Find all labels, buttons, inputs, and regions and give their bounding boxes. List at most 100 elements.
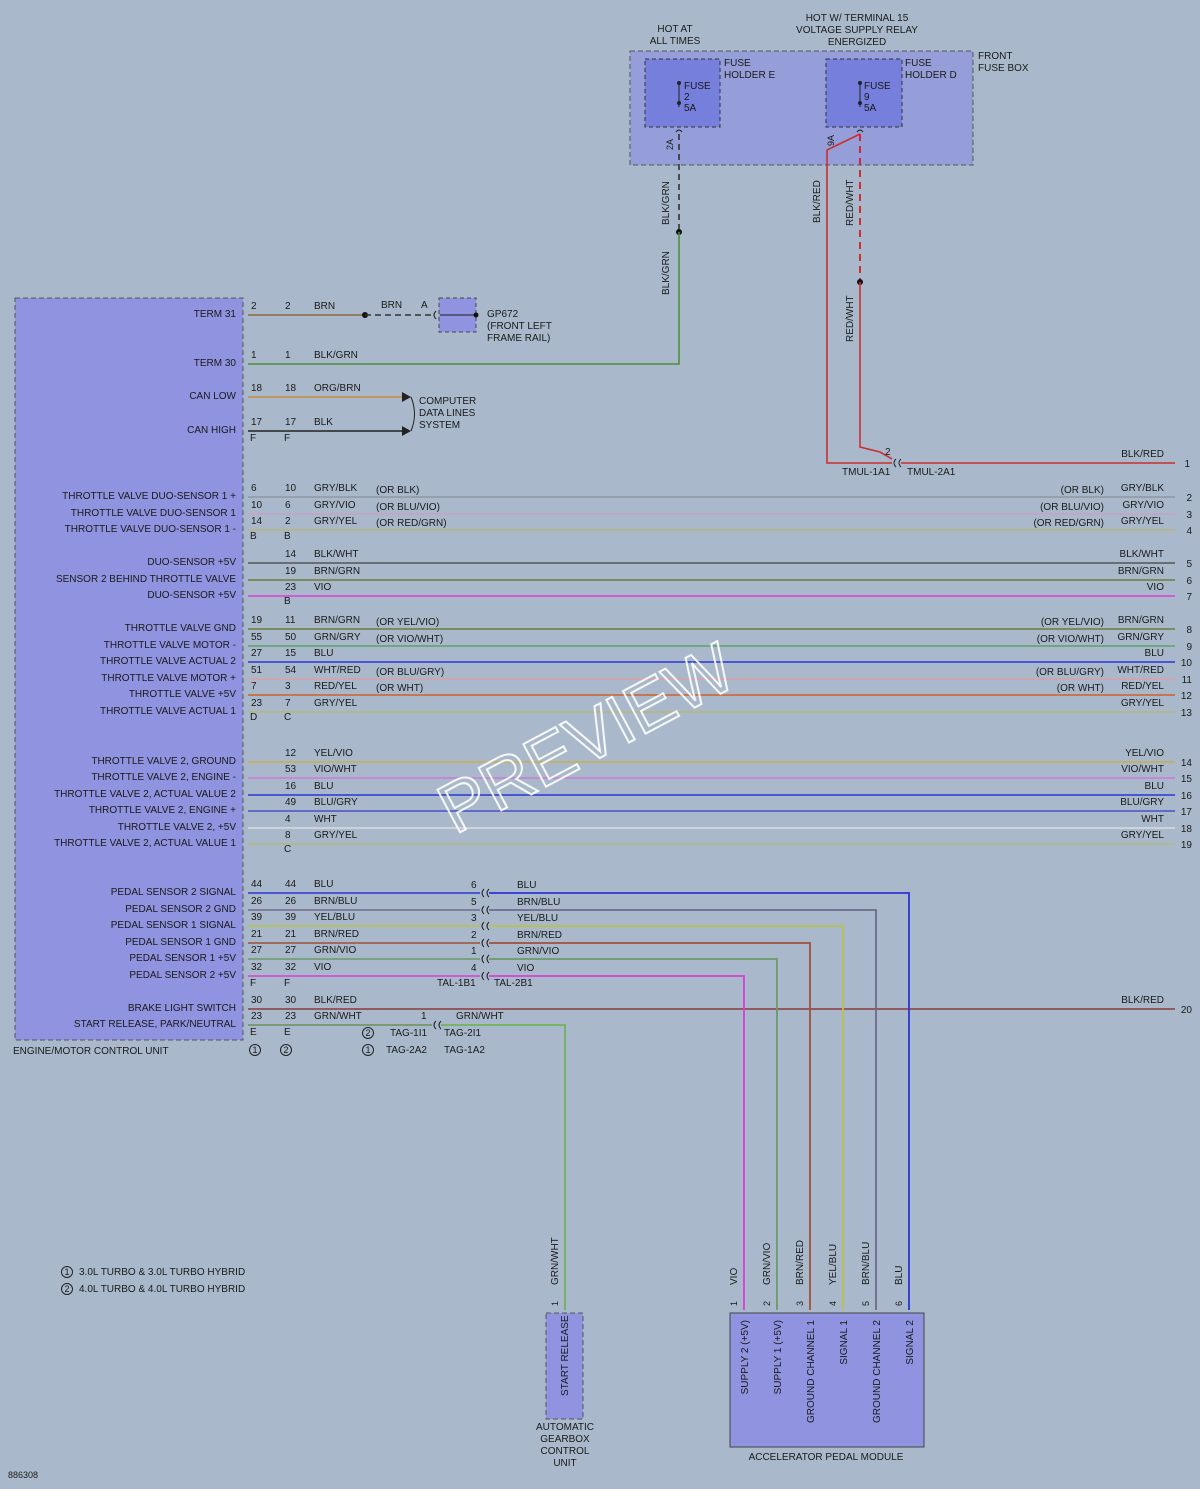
- pedal-pin-label: SUPPLY 2 (+5V): [740, 1320, 751, 1394]
- ecu-wire-num: 19: [1181, 840, 1193, 851]
- ecu-pin-label: DUO-SENSOR +5V: [147, 590, 236, 601]
- ecu-wire-right: BRN/GRN: [1118, 615, 1164, 626]
- ecu-label: ENGINE/MOTOR CONTROL UNIT: [13, 1046, 169, 1057]
- ecu-pin-label: THROTTLE VALVE ACTUAL 2: [100, 656, 236, 667]
- ecu-pin-p1: 10: [251, 500, 263, 511]
- conn-f-2: F: [284, 433, 290, 444]
- ecu-pin-label: TERM 30: [194, 358, 237, 369]
- fuse-d-num: 9: [864, 92, 870, 103]
- engine-control-unit: ENGINE/MOTOR CONTROL UNIT: [13, 297, 244, 1057]
- wire-blk-grn-feed: BLK/GRN BLK/GRN: [248, 134, 682, 365]
- ecu-pin-label: THROTTLE VALVE DUO-SENSOR 1 -: [65, 524, 236, 535]
- fuse-d-header-1: HOT W/ TERMINAL 15: [806, 13, 909, 24]
- fuse-e-header-2: ALL TIMES: [650, 36, 701, 47]
- ecu-wire-right-alt: (OR BLK): [1061, 485, 1104, 496]
- tag-circle-1: 1: [365, 1045, 370, 1055]
- ecu-wire-num: 14: [1181, 758, 1193, 769]
- pedal-pin-num: 2: [762, 1301, 772, 1306]
- can-bus-wires: COMPUTER DATA LINES SYSTEM: [248, 392, 476, 436]
- ecu-pin-p1: 23: [251, 698, 263, 709]
- fuse-d-pin: 9A: [826, 135, 836, 146]
- conn-b-1: B: [250, 531, 257, 542]
- ecu-wire-color: YEL/VIO: [314, 748, 353, 759]
- ecu-wire-color: GRY/YEL: [314, 830, 358, 841]
- ecu-wire-color: ORG/BRN: [314, 383, 361, 394]
- pedal-pin-num: 4: [828, 1301, 838, 1306]
- ecu-wire-right: GRN/GRY: [1118, 632, 1165, 643]
- ecu-pin-p2: 44: [285, 879, 297, 890]
- tag-pin: 1: [421, 1011, 427, 1022]
- ecu-wire-alt: (OR BLU/VIO): [376, 502, 440, 513]
- ecu-wire-alt: (OR WHT): [376, 683, 423, 694]
- pedal-pin-wire: BLU: [894, 1266, 905, 1285]
- fuse-e-pin: 2A: [665, 139, 675, 150]
- conn-f-4: F: [284, 978, 290, 989]
- pedal-pin-num: 3: [795, 1301, 805, 1306]
- ecu-wire-num: 11: [1182, 675, 1193, 686]
- ecu-pin-label: START RELEASE, PARK/NEUTRAL: [74, 1019, 237, 1030]
- ecu-wire-color: BLU: [314, 781, 333, 792]
- diagram-id: 886308: [8, 1470, 38, 1480]
- pedal-pin-label: GROUND CHANNEL 1: [806, 1320, 817, 1423]
- wire-term31-ground: BRN A GP672 (FRONT LEFT FRAME RAIL): [248, 297, 552, 344]
- ecu-pin-p2: 53: [285, 764, 297, 775]
- ecu-pin-p2: 23: [285, 582, 297, 593]
- gearbox-name-2: GEARBOX: [540, 1434, 590, 1445]
- pedal-conn-pin: 3: [471, 913, 477, 924]
- ecu-wire-alt: (OR RED/GRN): [376, 518, 447, 529]
- legend-text-1: 3.0L TURBO & 3.0L TURBO HYBRID: [79, 1267, 245, 1278]
- ecu-pin-label: THROTTLE VALVE 2, ACTUAL VALUE 1: [54, 838, 236, 849]
- ecu-pin-p1: 44: [251, 879, 263, 890]
- ecu-pin-p2: 30: [285, 995, 297, 1006]
- pedal-pin-wire: VIO: [729, 1268, 740, 1285]
- ecu-wire-num: 9: [1186, 642, 1192, 653]
- data-lines-2: DATA LINES: [419, 408, 476, 419]
- ecu-wire-num: 3: [1186, 510, 1192, 521]
- ecu-wire-num: 6: [1186, 576, 1192, 587]
- ecu-wire-color: BLK/RED: [314, 995, 357, 1006]
- ecu-pin-p2: 1: [285, 350, 291, 361]
- pedal-conn-pin: 4: [471, 963, 477, 974]
- ecu-wire-color: BLK/WHT: [314, 549, 358, 560]
- ecu-pin-p1: 26: [251, 896, 263, 907]
- ecu-wire-right-alt: (OR RED/GRN): [1033, 518, 1104, 529]
- ecu-pin-label: PEDAL SENSOR 2 +5V: [129, 970, 236, 981]
- ecu-wire-color: GRN/VIO: [314, 945, 356, 956]
- pedal-conn-wire: GRN/VIO: [517, 946, 559, 957]
- gearbox-pin-label: START RELEASE: [560, 1315, 571, 1396]
- ecu-wire-right: WHT/RED: [1117, 665, 1164, 676]
- ecu-wire-color: BRN/BLU: [314, 896, 357, 907]
- ecu-pin-p2: 26: [285, 896, 297, 907]
- ecu-pin-label: THROTTLE VALVE DUO-SENSOR 1: [71, 508, 237, 519]
- fuse-d-header-2: VOLTAGE SUPPLY RELAY: [796, 25, 918, 36]
- ecu-pin-p2: 10: [285, 483, 297, 494]
- fuse-holder-e: HOT AT ALL TIMES FUSE HOLDER E FUSE 2 5A…: [644, 24, 775, 150]
- ecu-wire-color: BLU/GRY: [314, 797, 358, 808]
- variant-circle-2: 2: [283, 1045, 288, 1055]
- ecu-wire-right-alt: (OR BLU/VIO): [1040, 502, 1104, 513]
- ecu-pin-p2: 15: [285, 648, 297, 659]
- fuse-d-holder-1: FUSE: [905, 58, 932, 69]
- ecu-pin-p2: 3: [285, 681, 291, 692]
- pedal-pin-wire: BRN/BLU: [861, 1242, 872, 1285]
- gearbox-pin: 1: [550, 1301, 560, 1306]
- ecu-pin-p2: 54: [285, 665, 297, 676]
- pedal-conn-wire: BRN/BLU: [517, 897, 560, 908]
- ecu-wire-color: WHT/RED: [314, 665, 361, 676]
- ecu-wire-num: 5: [1186, 559, 1192, 570]
- ecu-wire-num: 13: [1181, 708, 1193, 719]
- ecu-pin-p2: 17: [285, 417, 297, 428]
- ecu-pin-p2: 27: [285, 945, 297, 956]
- wire1-right-label: BLK/RED: [1121, 449, 1164, 460]
